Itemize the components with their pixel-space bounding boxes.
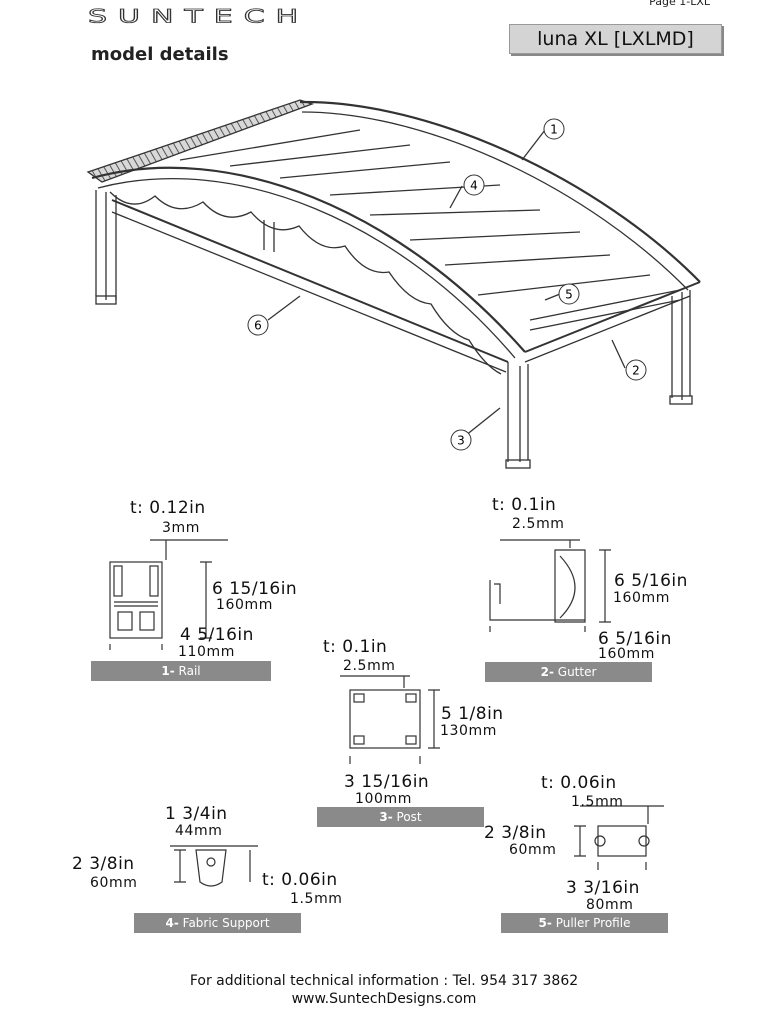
rail-label-name: Rail xyxy=(178,664,201,678)
post-label-num: 3- xyxy=(379,810,393,824)
model-name-badge: luna XL [LXLMD] xyxy=(509,24,722,54)
puller-width-mm: 80mm xyxy=(586,897,634,913)
rail-height-mm: 160mm xyxy=(216,597,273,613)
fabric-support-height-mm: 60mm xyxy=(90,875,138,891)
callout-5: 5 xyxy=(565,288,573,302)
puller-thickness-in: t: 0.06in xyxy=(541,773,617,793)
footer-website: www.SuntechDesigns.com xyxy=(291,991,477,1007)
gutter-thickness-in: t: 0.1in xyxy=(492,495,557,515)
rail-thickness-in: t: 0.12in xyxy=(130,498,206,518)
post-thickness-in: t: 0.1in xyxy=(323,637,388,657)
rail-thickness-mm: 3mm xyxy=(162,520,200,536)
post-label-name: Post xyxy=(396,810,422,824)
rail-width-mm: 110mm xyxy=(178,644,235,660)
post-width-mm: 100mm xyxy=(355,791,412,807)
gutter-height-in: 6 5/16in xyxy=(614,571,688,591)
fabric-support-label-name: Fabric Support xyxy=(182,916,270,930)
callout-2: 2 xyxy=(632,364,640,378)
gutter-width-in: 6 5/16in xyxy=(598,629,672,649)
gutter-label: 2- Gutter xyxy=(485,662,652,682)
post-height-in: 5 1/8in xyxy=(441,704,504,724)
gutter-label-num: 2- xyxy=(540,665,554,679)
puller-height-in: 2 3/8in xyxy=(484,823,547,843)
callout-4: 4 xyxy=(470,179,478,193)
puller-width-in: 3 3/16in xyxy=(566,878,640,898)
post-label: 3- Post xyxy=(317,807,484,827)
puller-height-mm: 60mm xyxy=(509,842,557,858)
callout-3: 3 xyxy=(457,434,465,448)
fabric-support-width-mm: 44mm xyxy=(175,823,223,839)
puller-label-name: Puller Profile xyxy=(555,916,631,930)
callout-6: 6 xyxy=(254,319,262,333)
fabric-support-thickness-mm: 1.5mm xyxy=(290,891,343,907)
pergola-illustration: 1 2 3 4 5 6 xyxy=(86,99,701,469)
fabric-support-label: 4- Fabric Support xyxy=(134,913,301,933)
profile-drawings xyxy=(109,539,664,887)
callout-1: 1 xyxy=(550,123,558,137)
fabric-support-width-in: 1 3/4in xyxy=(165,804,228,824)
fabric-support-label-num: 4- xyxy=(165,916,179,930)
puller-label-num: 5- xyxy=(538,916,552,930)
rail-label: 1- Rail xyxy=(91,661,271,681)
gutter-height-mm: 160mm xyxy=(613,590,670,606)
rail-height-in: 6 15/16in xyxy=(212,579,298,599)
brand-logo: SUNTECH xyxy=(87,6,310,29)
rail-width-in: 4 5/16in xyxy=(180,625,254,645)
post-thickness-mm: 2.5mm xyxy=(343,658,396,674)
puller-thickness-mm: 1.5mm xyxy=(571,794,624,810)
gutter-label-name: Gutter xyxy=(557,665,597,679)
page-number: Page 1-LXL xyxy=(649,0,710,8)
post-height-mm: 130mm xyxy=(440,723,497,739)
gutter-width-mm: 160mm xyxy=(598,646,655,662)
puller-label: 5- Puller Profile xyxy=(501,913,668,933)
footer-contact: For additional technical information : T… xyxy=(189,973,579,989)
rail-label-num: 1- xyxy=(161,664,175,678)
gutter-thickness-mm: 2.5mm xyxy=(512,516,565,532)
page-subtitle: model details xyxy=(91,44,229,65)
fabric-support-height-in: 2 3/8in xyxy=(72,854,135,874)
fabric-support-thickness-in: t: 0.06in xyxy=(262,870,338,890)
post-width-in: 3 15/16in xyxy=(344,772,430,792)
